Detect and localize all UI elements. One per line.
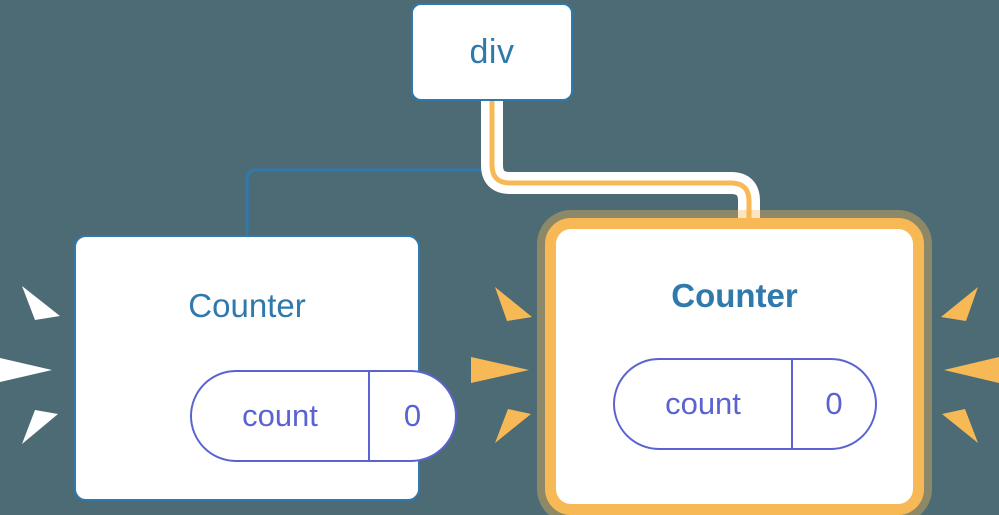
node-div[interactable]: div	[411, 3, 573, 101]
sparkle-group-middle	[471, 287, 532, 443]
sparkle-ray-orange-mid-middle	[471, 357, 529, 383]
node-counter-left-title: Counter	[188, 287, 306, 324]
sparkle-group-right	[941, 287, 999, 443]
state-pill-right[interactable]: count 0	[613, 358, 877, 450]
state-key-left: count	[242, 398, 318, 433]
state-key-right: count	[665, 386, 741, 421]
sparkle-ray-orange-mid-top	[495, 287, 532, 321]
sparkle-ray-white-middle	[0, 358, 52, 382]
state-value-left: 0	[368, 372, 455, 460]
state-pill-left[interactable]: count 0	[190, 370, 457, 462]
state-value-right: 0	[791, 360, 875, 448]
sparkle-group-left	[0, 286, 60, 444]
node-counter-right-title: Counter	[671, 277, 798, 314]
sparkle-ray-white-top	[22, 286, 60, 320]
sparkle-ray-orange-mid-bottom	[495, 409, 531, 443]
node-div-label: div	[469, 32, 515, 71]
edge-div-to-counter-right-halo	[481, 101, 760, 236]
sparkle-ray-orange-right-top	[941, 287, 978, 321]
edge-div-to-counter-right	[489, 101, 752, 236]
sparkle-ray-orange-right-middle	[944, 357, 999, 383]
sparkle-ray-white-bottom	[22, 410, 58, 444]
node-counter-left[interactable]: Counter count 0	[74, 235, 457, 501]
edge-div-to-counter-left	[245, 101, 494, 237]
node-counter-right[interactable]: Counter count 0	[545, 218, 924, 515]
sparkle-ray-orange-right-bottom	[942, 409, 978, 443]
